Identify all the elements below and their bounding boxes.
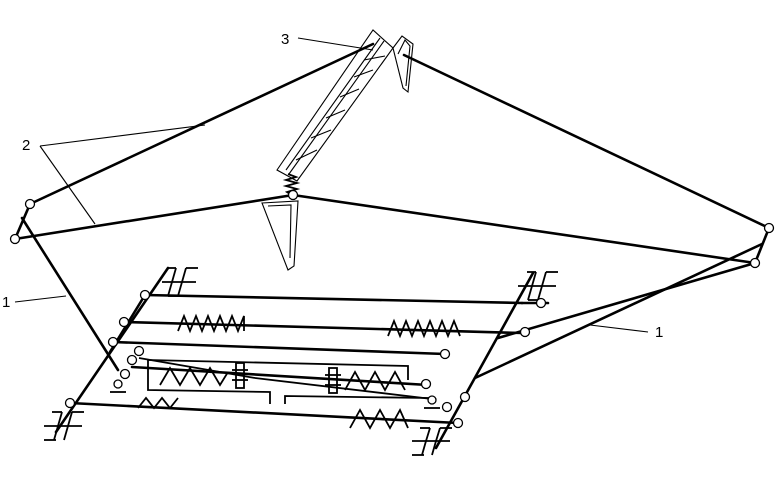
anchor-top-left <box>162 267 198 297</box>
anchor-top-right <box>518 271 558 301</box>
callout-1-left: 1 <box>2 294 67 311</box>
joints <box>9 189 775 429</box>
anchors <box>44 267 558 456</box>
callout-2: 2 <box>22 124 206 225</box>
label-2: 2 <box>22 137 30 154</box>
anchor-bottom-left <box>44 411 84 441</box>
anchor-bottom-right <box>412 427 452 456</box>
spring <box>282 173 301 197</box>
callout-3: 3 <box>281 31 374 51</box>
platform <box>54 266 550 450</box>
suspension-cables <box>13 42 771 265</box>
label-1-left: 1 <box>2 294 10 311</box>
label-3: 3 <box>281 31 289 48</box>
platform-springs <box>137 313 461 430</box>
frame-cables <box>13 202 771 380</box>
callout-1-right: 1 <box>589 324 663 341</box>
label-1-right: 1 <box>655 324 663 341</box>
hook <box>261 200 299 271</box>
pivot-left <box>110 379 126 393</box>
pivot-right <box>424 395 440 409</box>
crane-boom <box>276 29 414 182</box>
